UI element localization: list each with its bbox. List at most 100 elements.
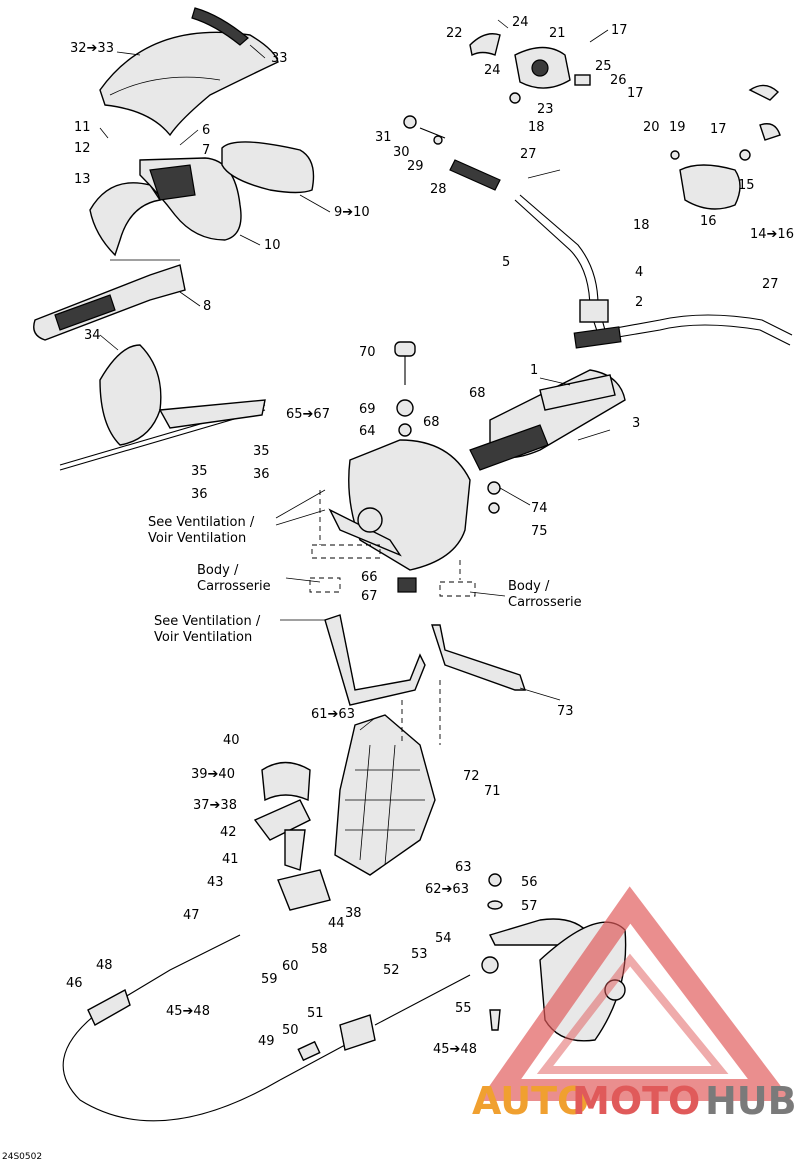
callout-label: 13 [74, 172, 91, 187]
watermark-part-3: HUB [705, 1079, 797, 1123]
callout-label: 60 [282, 959, 299, 974]
callout-label: 17 [710, 122, 727, 137]
watermark-part-1: AUTO [472, 1079, 589, 1123]
callout-label: 67 [361, 589, 378, 604]
callout-label: 35 [253, 444, 270, 459]
watermark-text: AUTO MOTO HUB [472, 1079, 797, 1123]
body-note-left-line-2: Carrosserie [197, 579, 271, 594]
callout-label: 45➔48 [433, 1042, 477, 1057]
callout-label: 58 [311, 942, 328, 957]
body-note-right-line-2: Carrosserie [508, 595, 582, 610]
callout-label: 17 [611, 23, 628, 38]
callout-label: 73 [557, 704, 574, 719]
callout-label: 66 [361, 570, 378, 585]
callout-label: 42 [220, 825, 237, 840]
callout-label: 57 [521, 899, 538, 914]
callout-label: 8 [203, 299, 211, 314]
callout-label: 71 [484, 784, 501, 799]
callout-label: 41 [222, 852, 239, 867]
vent-note-1-line-1: See Ventilation / [148, 515, 255, 530]
callout-label: 33 [271, 51, 288, 66]
callout-label: 24 [512, 15, 529, 30]
callout-label: 34 [84, 328, 101, 343]
callout-label: 35 [191, 464, 208, 479]
callout-label: 22 [446, 26, 463, 41]
callout-label: 18 [633, 218, 650, 233]
vent-note-2-line-2: Voir Ventilation [154, 630, 252, 645]
body-note-left-line-1: Body / [197, 563, 239, 578]
callout-label: 20 [643, 120, 660, 135]
callout-label: 38 [345, 906, 362, 921]
callout-label: 68 [469, 386, 486, 401]
callout-label: 29 [407, 159, 424, 174]
callout-label: 11 [74, 120, 91, 135]
callout-label: 25 [595, 59, 612, 74]
callout-label: 36 [253, 467, 270, 482]
body-note-right-line-1: Body / [508, 579, 550, 594]
callout-label: 49 [258, 1034, 275, 1049]
callout-label: 56 [521, 875, 538, 890]
callout-label: 4 [635, 265, 643, 280]
callout-label: 39➔40 [191, 767, 235, 782]
callout-label: 24 [484, 63, 501, 78]
callout-label: 64 [359, 424, 376, 439]
callout-label: 15 [738, 178, 755, 193]
callout-label: 46 [66, 976, 83, 991]
callout-label: 70 [359, 345, 376, 360]
callout-label: 18 [528, 120, 545, 135]
callout-label: 26 [610, 73, 627, 88]
diagram-artwork [33, 7, 793, 1122]
callout-label: 12 [74, 141, 91, 156]
callout-label: 32➔33 [70, 41, 114, 56]
vent-note-1-line-2: Voir Ventilation [148, 531, 246, 546]
callout-label: 45➔48 [166, 1004, 210, 1019]
callout-label: 36 [191, 487, 208, 502]
callout-label: 51 [307, 1006, 324, 1021]
callout-label: 75 [531, 524, 548, 539]
callout-label: 52 [383, 963, 400, 978]
callout-label: 5 [502, 255, 510, 270]
callout-label: 1 [530, 363, 538, 378]
callout-label: 21 [549, 26, 566, 41]
callout-label: 17 [627, 86, 644, 101]
callout-label: 62➔63 [425, 882, 469, 897]
watermark-logo [478, 886, 793, 1101]
callout-label: 27 [762, 277, 779, 292]
callout-label: 6 [202, 123, 210, 138]
callout-label: 30 [393, 145, 410, 160]
callout-label: 55 [455, 1001, 472, 1016]
watermark-part-2: MOTO [572, 1079, 700, 1123]
callout-label: 16 [700, 214, 717, 229]
callout-label: 23 [537, 102, 554, 117]
callout-label: 63 [455, 860, 472, 875]
callout-label: 37➔38 [193, 798, 237, 813]
callout-label: 68 [423, 415, 440, 430]
callout-label: 48 [96, 958, 113, 973]
callout-label: 7 [202, 143, 210, 158]
callout-label: 59 [261, 972, 278, 987]
callout-label: 69 [359, 402, 376, 417]
callout-label: 3 [632, 416, 640, 431]
diagram-code: 24S0502 [2, 1152, 42, 1162]
callout-label: 54 [435, 931, 452, 946]
callout-label: 40 [223, 733, 240, 748]
callout-label: 9➔10 [334, 205, 370, 220]
callout-label: 65➔67 [286, 407, 330, 422]
callout-label: 61➔63 [311, 707, 355, 722]
callout-label: 19 [669, 120, 686, 135]
callout-label: 2 [635, 295, 643, 310]
callout-label: 10 [264, 238, 281, 253]
callout-label: 44 [328, 916, 345, 931]
callout-labels: 32➔33 33 11 6 12 7 13 9➔10 10 8 34 35 36… [66, 15, 794, 1057]
vent-note-2-line-1: See Ventilation / [154, 614, 261, 629]
callout-label: 50 [282, 1023, 299, 1038]
callout-label: 47 [183, 908, 200, 923]
reference-notes: See Ventilation / Voir Ventilation Body … [148, 515, 582, 645]
callout-label: 27 [520, 147, 537, 162]
callout-label: 43 [207, 875, 224, 890]
callout-label: 31 [375, 130, 392, 145]
callout-label: 74 [531, 501, 548, 516]
callout-label: 28 [430, 182, 447, 197]
callout-label: 53 [411, 947, 428, 962]
